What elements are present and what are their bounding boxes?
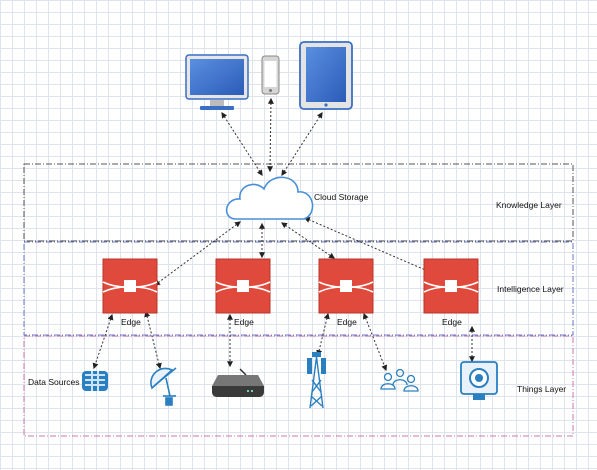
monitor-icon [185, 54, 249, 110]
knowledge-layer-label: Knowledge Layer [496, 200, 562, 210]
people-icon [380, 368, 419, 392]
edge-node-3: Edge [318, 258, 374, 327]
edge-node-2: Edge [215, 258, 271, 327]
edge-label-3: Edge [337, 317, 357, 327]
knowledge-layer-box [23, 163, 574, 242]
phone-icon [261, 55, 280, 95]
tablet-icon [299, 41, 353, 110]
edge-label-4: Edge [442, 317, 462, 327]
things-layer-box [23, 335, 574, 437]
cell-tower-icon [307, 352, 326, 409]
connections [92, 97, 475, 372]
camera-icon [460, 361, 498, 400]
edge-node-1: Edge [102, 258, 158, 327]
cloud-storage-label: Cloud Storage [314, 192, 369, 202]
edge-node-4: Edge [423, 258, 479, 327]
things-layer-label: Things Layer [517, 384, 566, 394]
edge-label-2: Edge [234, 317, 254, 327]
cloud-icon [225, 176, 314, 220]
router-icon [212, 368, 264, 397]
edge-label-1: Edge [121, 317, 141, 327]
data-sources-label: Data Sources [28, 377, 80, 387]
intelligence-layer-label: Intelligence Layer [497, 284, 564, 294]
satellite-dish-icon [150, 367, 177, 406]
database-icon [82, 371, 108, 391]
intelligence-layer-box [23, 241, 574, 336]
